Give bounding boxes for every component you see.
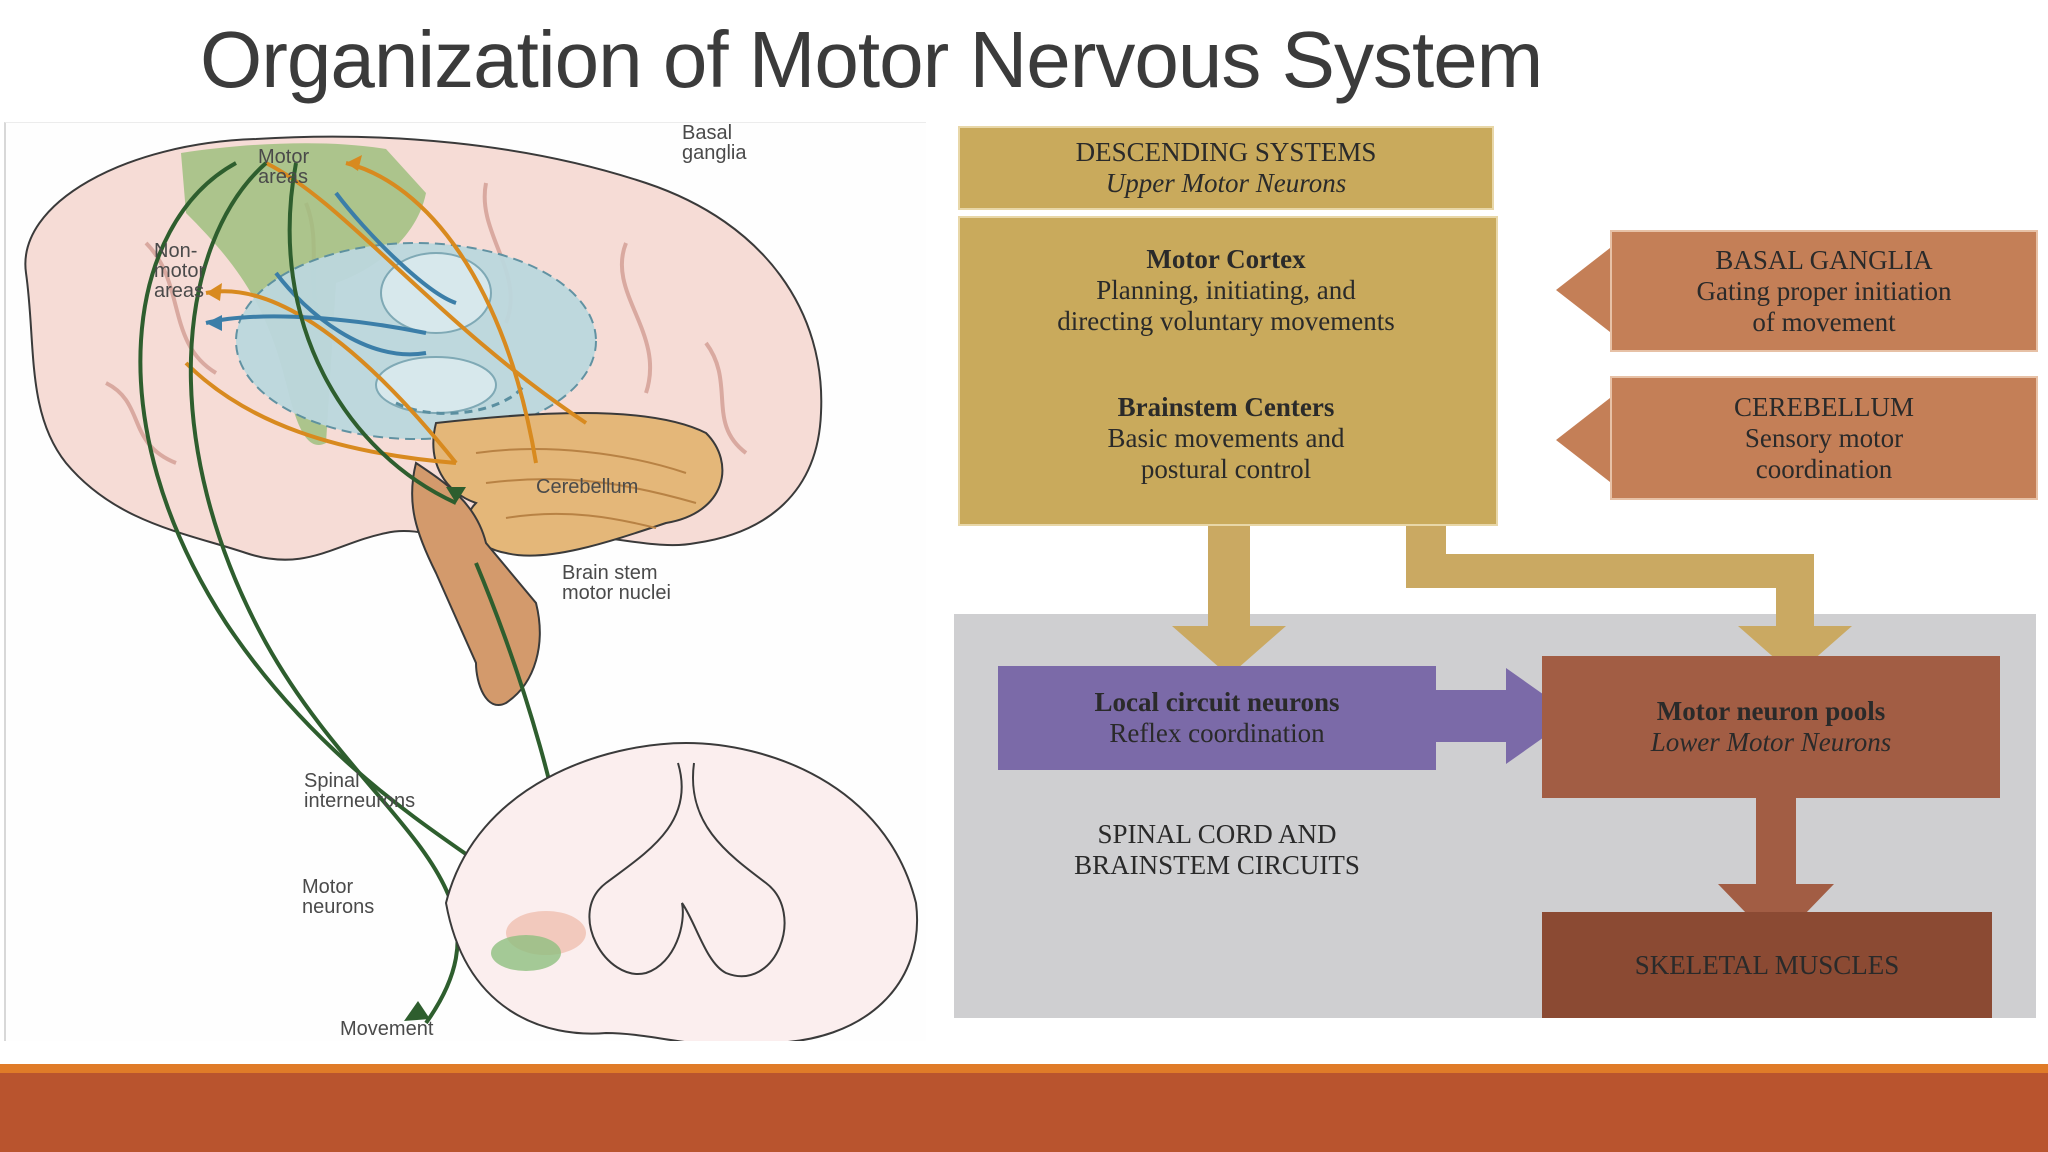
motor-cortex-title: Motor Cortex [1146, 243, 1306, 274]
arrow-to-motor-pools [1406, 520, 1852, 676]
label-brainstem: Brain stem motor nuclei [562, 562, 671, 604]
basal-ganglia-title: BASAL GANGLIA [1715, 244, 1933, 275]
label-nonmotor-areas: Non- motor areas [154, 240, 206, 302]
cerebellum-title: CEREBELLUM [1734, 391, 1914, 422]
motor-system-flowchart: DESCENDING SYSTEMS Upper Motor Neurons M… [950, 120, 2040, 1030]
local-circuit-text: Reflex coordination [1109, 718, 1325, 748]
spinal-cord-section [444, 741, 919, 1041]
footer-accent-line [0, 1064, 2048, 1073]
basal-ganglia-text: Gating proper initiation of movement [1696, 275, 1952, 337]
local-circuit-title: Local circuit neurons [1094, 687, 1340, 717]
label-cerebellum: Cerebellum [536, 476, 639, 498]
descending-title: DESCENDING SYSTEMS [1075, 137, 1377, 167]
box-motor-cortex: Motor Cortex Planning, initiating, and d… [958, 242, 1494, 338]
cerebellum-shape [432, 412, 724, 557]
brainstem-centers-title: Brainstem Centers [1117, 391, 1335, 422]
box-basal-ganglia: BASAL GANGLIA Gating proper initiation o… [1610, 230, 2038, 352]
box-local-circuit: Local circuit neurons Reflex coordinatio… [998, 666, 1436, 770]
box-motor-neuron-pools: Motor neuron pools Lower Motor Neurons [1542, 656, 2000, 798]
motor-pools-title: Motor neuron pools [1656, 696, 1886, 726]
brain-illustration [24, 135, 919, 1041]
slide-title: Organization of Motor Nervous System [200, 15, 1543, 104]
label-spinal-interneurons: Spinal interneurons [304, 770, 416, 812]
arrow-to-local-circuit [1172, 520, 1286, 676]
brainstem-centers-text: Basic movements and postural control [1107, 422, 1345, 484]
spinal-cord-text: SPINAL CORD AND BRAINSTEM CIRCUITS [1074, 819, 1360, 880]
arrow-to-skeletal [1718, 796, 1834, 944]
label-motor-neurons: Motor neurons [302, 876, 375, 918]
motor-pools-subtitle: Lower Motor Neurons [1650, 727, 1892, 757]
box-brainstem-centers: Brainstem Centers Basic movements and po… [958, 390, 1494, 486]
basal-ganglia-region [235, 242, 597, 440]
box-cortex-brainstem [958, 216, 1498, 526]
descending-subtitle: Upper Motor Neurons [1105, 168, 1347, 198]
label-motor-areas: Motor areas [258, 146, 310, 188]
motor-cortex-text: Planning, initiating, and directing volu… [1057, 274, 1395, 336]
box-skeletal-muscles: SKELETAL MUSCLES [1542, 912, 1992, 1018]
box-descending-systems: DESCENDING SYSTEMS Upper Motor Neurons [958, 126, 1494, 210]
skeletal-muscles-text: SKELETAL MUSCLES [1634, 949, 1900, 980]
box-cerebellum: CEREBELLUM Sensory motor coordination [1610, 376, 2038, 500]
arrow-from-cerebellum [1556, 398, 1658, 482]
label-movement: Movement [340, 1018, 434, 1040]
label-basal-ganglia: Basal ganglia [682, 122, 747, 164]
arrow-local-to-pools [1436, 668, 1574, 764]
cerebellum-text: Sensory motor coordination [1744, 422, 1904, 484]
footer-band [0, 1073, 2048, 1152]
brain-motor-pathway-figure: Motor areas Basal ganglia Non- motor are… [4, 122, 926, 1041]
spinal-cord-label: SPINAL CORD AND BRAINSTEM CIRCUITS [998, 800, 1436, 900]
